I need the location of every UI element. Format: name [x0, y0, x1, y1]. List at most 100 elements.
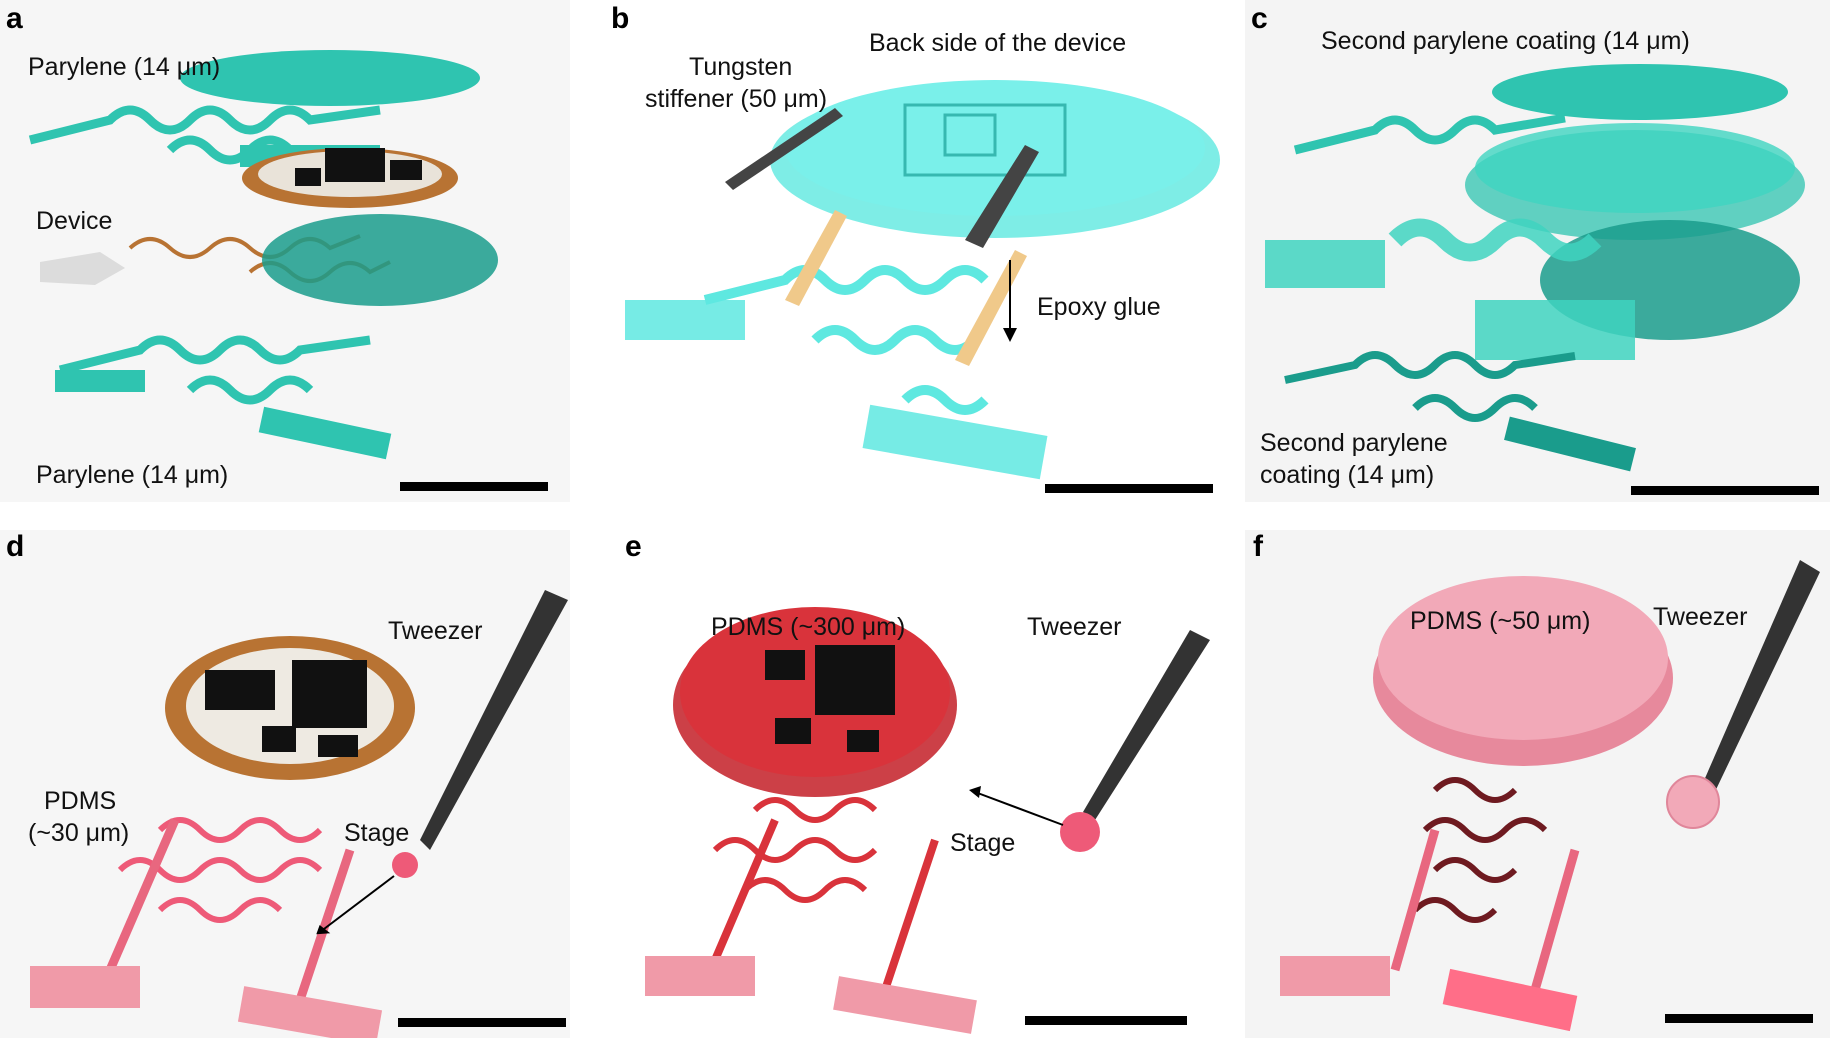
coated-device-top — [1475, 123, 1795, 213]
pad-f-right — [1442, 968, 1578, 1032]
panel-letter-c: c — [1251, 2, 1268, 35]
label-tweezer-f: Tweezer — [1653, 603, 1748, 631]
chip-d-large — [292, 660, 367, 728]
chip — [325, 148, 385, 182]
scale-bar-b — [1045, 484, 1213, 493]
panel-e-illustration — [645, 607, 1210, 1034]
pad-f-left — [1280, 956, 1390, 996]
label-parylene-top: Parylene (14 μm) — [28, 53, 221, 81]
panel-c-illustration — [1265, 64, 1805, 472]
chip-d-small — [262, 726, 296, 752]
pdms-disk-top-f — [1378, 576, 1668, 740]
stiffener-f-left — [1390, 828, 1440, 972]
epoxy-strip-left — [785, 210, 847, 306]
tweezer-e — [1083, 630, 1210, 820]
scale-bar-d — [398, 1018, 566, 1027]
chip-e-large — [815, 645, 895, 715]
label-second-top: Second parylene coating (14 μm) — [1321, 27, 1690, 55]
panel-d: d Tweezer PDMS (~30 μm) Stage — [0, 530, 570, 1038]
panel-c: c Second parylene coating (14 μm) Second… — [1245, 0, 1830, 502]
panel-letter-d: d — [6, 530, 25, 563]
device-tab — [40, 252, 125, 285]
serpentine-f — [1412, 777, 1548, 923]
circuit-outline — [903, 103, 1067, 177]
block-c-right — [1475, 300, 1635, 360]
pad-b-left — [625, 300, 745, 340]
pad-d-left — [30, 966, 140, 1008]
serpentine-c-bottom — [1284, 351, 1576, 422]
label-pdms-d-line1: PDMS — [44, 787, 117, 815]
panel-f-illustration — [1280, 560, 1820, 1032]
panel-letter-a: a — [6, 2, 23, 35]
stiffener-e-left — [711, 818, 779, 962]
panel-e: e PDMS (~300 μm) Tweezer Stage — [625, 530, 1215, 1038]
stage-ball-f — [1666, 775, 1720, 829]
stiffener-f-right — [1530, 848, 1580, 992]
label-tungsten-line1: Tungsten — [689, 53, 793, 81]
pad-b-right — [862, 404, 1048, 480]
stage-ball-e — [1060, 812, 1100, 852]
chip-e-left — [765, 650, 805, 680]
scale-bar-e — [1025, 1016, 1187, 1025]
tweezer-d — [420, 590, 568, 850]
label-tweezer-e: Tweezer — [1027, 613, 1122, 641]
tungsten-stiffener-mounted — [965, 145, 1039, 248]
epoxy-arrow-head — [1003, 328, 1017, 342]
scale-bar-c — [1631, 486, 1819, 495]
tungsten-stiffener-loose — [725, 108, 843, 190]
arrow-e-line — [974, 791, 1064, 826]
label-device: Device — [36, 207, 113, 235]
panel-a: a Parylene (14 μm) Device Parylene (14 μ… — [0, 0, 570, 502]
chip-e-right — [847, 730, 879, 752]
panel-f: f PDMS (~50 μm) Tweezer — [1245, 530, 1830, 1038]
serpentine-b — [703, 265, 989, 415]
arrow-d-line — [319, 875, 395, 933]
label-second-bottom-line1: Second parylene — [1260, 429, 1448, 457]
label-back-side: Back side of the device — [869, 29, 1127, 57]
label-stage-d: Stage — [344, 819, 410, 847]
parylene-bottom-pad-right — [258, 406, 392, 460]
serpentine-e — [712, 797, 878, 903]
block-c-left — [1265, 240, 1385, 288]
label-tweezer-d: Tweezer — [388, 617, 483, 645]
chip-small — [295, 168, 321, 186]
scale-bar-a — [400, 482, 548, 491]
serpentine-c-thick — [1388, 218, 1602, 262]
stiffener-d-right — [295, 848, 355, 1002]
label-pdms-f: PDMS (~50 μm) — [1410, 607, 1591, 635]
chip-d-right — [318, 735, 358, 757]
parylene-bottom-pad-left — [55, 370, 145, 392]
label-parylene-bottom: Parylene (14 μm) — [36, 461, 229, 489]
pad-e-right — [833, 976, 977, 1034]
label-pdms-d-line2: (~30 μm) — [28, 819, 130, 847]
panel-letter-f: f — [1253, 530, 1263, 563]
label-pdms-e: PDMS (~300 μm) — [711, 613, 906, 641]
label-stage-e: Stage — [950, 829, 1016, 857]
stage-ball-d — [392, 852, 418, 878]
chip-d-left — [205, 670, 275, 710]
label-tungsten-line2: stiffener (50 μm) — [645, 85, 828, 113]
panel-b: b Back side of the device Tungsten stiff… — [605, 0, 1225, 502]
scale-bar-f — [1665, 1014, 1813, 1023]
stiffener-e-right — [881, 838, 939, 992]
chip-right — [390, 160, 422, 180]
chip-e-small — [775, 718, 811, 744]
coating-top-disk — [1492, 64, 1788, 120]
arrow-e-head — [969, 786, 981, 798]
circuit-chip — [943, 113, 997, 157]
panel-letter-b: b — [611, 2, 630, 35]
panel-letter-e: e — [625, 530, 642, 563]
pad-e-left — [645, 956, 755, 996]
parylene-bottom-disk — [262, 214, 498, 306]
panel-d-illustration — [30, 590, 568, 1038]
pad-d-right — [237, 986, 383, 1038]
stiffener-d-left — [105, 818, 180, 972]
label-epoxy: Epoxy glue — [1037, 293, 1161, 321]
label-second-bottom-line2: coating (14 μm) — [1260, 461, 1435, 489]
panel-b-illustration — [625, 80, 1220, 480]
parylene-top-disk — [180, 50, 480, 106]
serpentine-c-top — [1293, 113, 1566, 155]
parylene-bottom-serpentine — [58, 335, 371, 405]
panel-a-illustration — [28, 50, 498, 460]
pad-c-right — [1504, 416, 1636, 472]
